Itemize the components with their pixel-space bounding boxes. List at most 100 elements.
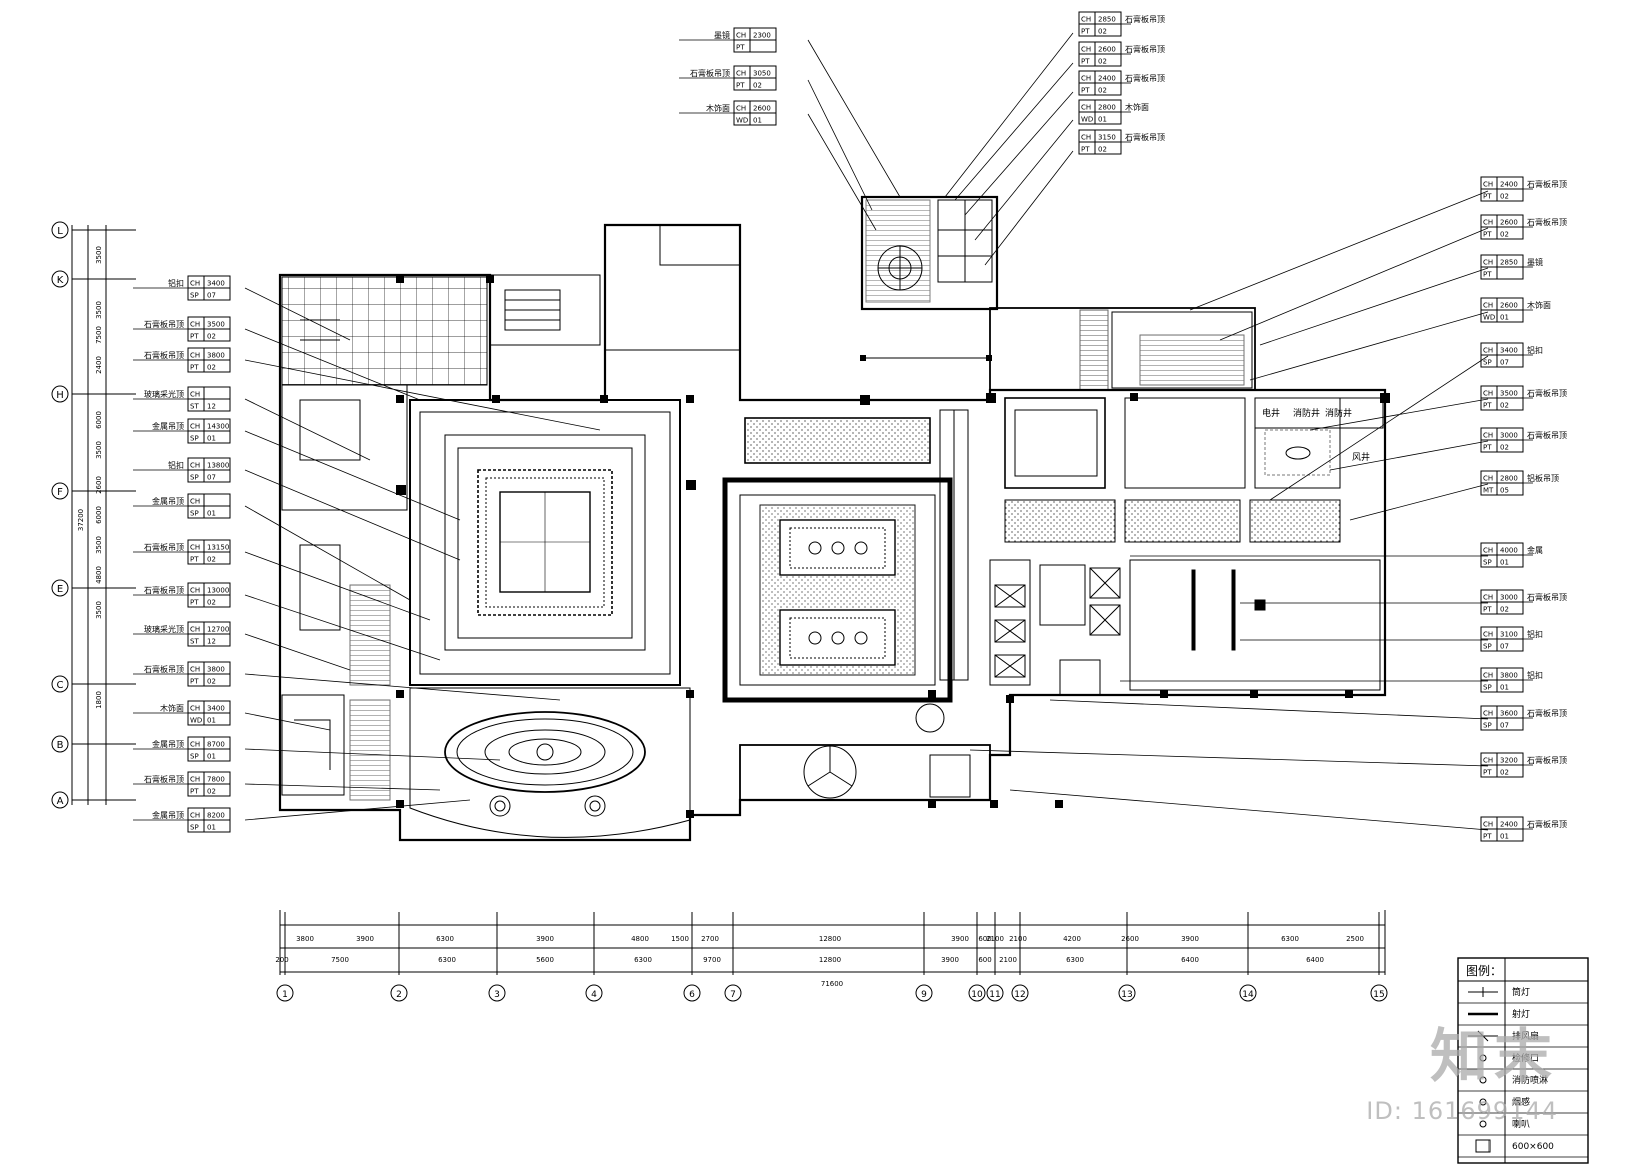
column-marker: 4 [591, 990, 597, 1000]
tag-code: CH [190, 705, 200, 713]
tag-material: PT [190, 678, 199, 686]
column-dimension: 12800 [819, 956, 841, 964]
tag-code: CH [1483, 181, 1493, 189]
column-dimension: 1500 [671, 935, 689, 943]
tag-code: CH [1483, 432, 1493, 440]
tag-code: CH [1483, 259, 1493, 267]
legend-label: 喇叭 [1512, 1118, 1530, 1130]
column-dimension: 6400 [1306, 956, 1324, 964]
tag-material: PT [190, 364, 199, 372]
tag-desc: 石膏板吊顶 [144, 319, 184, 329]
tag-code: CH [190, 812, 200, 820]
column-dimension: 200 [275, 956, 288, 964]
tag-desc: 石膏板吊顶 [1527, 388, 1567, 398]
tag-code: CH [190, 391, 200, 399]
row-marker: E [57, 584, 63, 595]
tag-desc: 木饰面 [160, 703, 184, 713]
tag-material: WD [1483, 314, 1495, 322]
structural-columns [396, 275, 1390, 818]
tag-height: 2850 [1098, 16, 1116, 24]
tag-material: SP [190, 292, 199, 300]
tag-desc: 木饰面 [1527, 300, 1551, 310]
tag-material: ST [190, 403, 199, 411]
tag-height: 3500 [207, 321, 225, 329]
tag-height: 4000 [1500, 547, 1518, 555]
shaft-label-3: 消防井 [1325, 407, 1352, 419]
column-marker: 7 [730, 990, 736, 1000]
tag-code: CH [1483, 302, 1493, 310]
tag-desc: 木饰面 [1125, 102, 1149, 112]
row-dimension: 2400 [95, 356, 103, 374]
tag-material-no: 07 [207, 474, 216, 482]
row-dimension: 3500 [95, 441, 103, 459]
tag-desc: 金属吊顶 [152, 810, 184, 820]
tag-height: 2600 [753, 105, 771, 113]
tag-code: CH [736, 32, 746, 40]
legend-symbol [1479, 1054, 1487, 1062]
tag-desc: 铝扣 [1527, 670, 1543, 680]
tag-code: CH [1483, 475, 1493, 483]
tag-height: 13800 [207, 462, 229, 470]
column-dimension: 2100 [1009, 935, 1027, 943]
legend-symbol [1479, 1098, 1487, 1106]
tag-material: PT [190, 333, 199, 341]
tag-code: CH [190, 280, 200, 288]
row-marker: F [57, 487, 63, 498]
tag-desc: 石膏板吊顶 [1527, 430, 1567, 440]
legend-symbol [1479, 1076, 1487, 1084]
column-dimension: 5600 [536, 956, 554, 964]
tag-material-no: 07 [1500, 643, 1509, 651]
tag-material-no: 01 [207, 510, 216, 518]
tag-material: PT [1081, 87, 1090, 95]
tag-height: 3000 [1500, 432, 1518, 440]
column-dimension: 3900 [951, 935, 969, 943]
tag-material-no: 02 [753, 82, 762, 90]
tag-material-no: 12 [207, 403, 216, 411]
row-marker: A [57, 796, 64, 807]
tag-code: CH [190, 352, 200, 360]
tag-desc: 石膏板吊顶 [1527, 755, 1567, 765]
tag-desc: 墨镜 [714, 30, 730, 40]
column-dimension: 6300 [634, 956, 652, 964]
legend-title: 图例： [1466, 964, 1502, 978]
tag-material-no: 02 [1500, 231, 1509, 239]
tag-desc: 金属吊顶 [152, 739, 184, 749]
tag-material-no: 02 [207, 364, 216, 372]
tag-material-no: 12 [207, 638, 216, 646]
tag-height: 7800 [207, 776, 225, 784]
column-dimension: 2100 [986, 935, 1004, 943]
tag-desc: 石膏板吊顶 [1527, 708, 1567, 718]
tag-desc: 木饰面 [706, 103, 730, 113]
tag-material: SP [190, 435, 199, 443]
tag-desc: 石膏板吊顶 [144, 774, 184, 784]
tag-material-no: 02 [1500, 402, 1509, 410]
tag-code: CH [1483, 594, 1493, 602]
tag-height: 8200 [207, 812, 225, 820]
column-dimension: 4200 [1063, 935, 1081, 943]
tag-desc: 铝扣 [1527, 629, 1543, 639]
tag-height: 2400 [1098, 75, 1116, 83]
legend-symbol [1479, 1120, 1487, 1128]
column-dimension: 2700 [701, 935, 719, 943]
tag-height: 3050 [753, 70, 771, 78]
tag-material: WD [736, 117, 748, 125]
tag-material-no: 01 [207, 435, 216, 443]
tag-desc: 石膏板吊顶 [1527, 179, 1567, 189]
tag-desc: 石膏板吊顶 [1125, 73, 1165, 83]
tag-height: 2600 [1500, 302, 1518, 310]
tag-code: CH [190, 423, 200, 431]
